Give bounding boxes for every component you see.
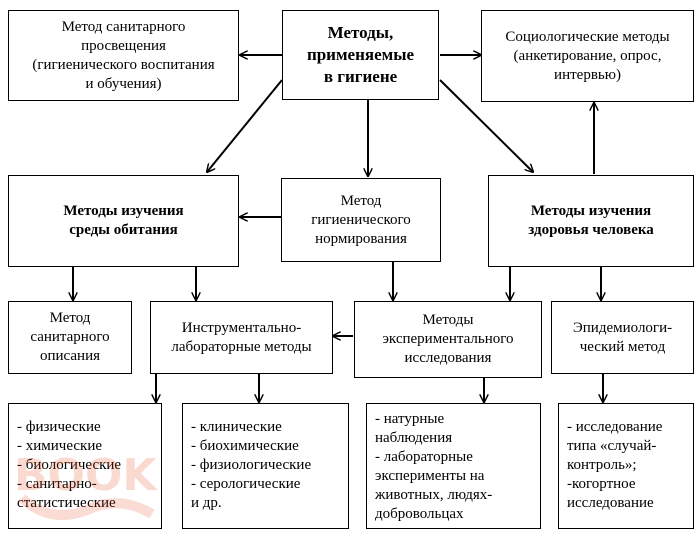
list-item: - клинические <box>191 419 282 435</box>
list-item: добровольцах <box>375 506 464 522</box>
box-line: исследования <box>404 350 492 366</box>
box-line: санитарного <box>30 329 110 345</box>
box-line: Методы, <box>327 23 394 42</box>
box-line: гигиенического <box>311 211 411 228</box>
arrow-center-to-health <box>439 79 533 172</box>
list-item: контроль»; <box>567 457 637 473</box>
environment-study-box: Методы изучения среды обитания <box>8 175 239 267</box>
box-line: экспериментального <box>382 331 514 347</box>
list-item: и др. <box>191 495 222 511</box>
arrow-center-to-environment <box>207 79 283 172</box>
sociological-methods-box: Социологические методы (анкетирование, о… <box>481 10 694 102</box>
health-study-box: Методы изучения здоровья человека <box>488 175 694 267</box>
box-line: просвещения <box>81 37 166 54</box>
list-item: исследование <box>567 495 654 511</box>
box-line: (гигиенического воспитания <box>32 56 215 73</box>
case-control-list-box: - исследование типа «случай- контроль»; … <box>558 403 694 529</box>
list-item: наблюдения <box>375 430 453 446</box>
box-line: описания <box>39 348 100 364</box>
list-item: - исследование <box>567 419 663 435</box>
box-line: нормирования <box>315 230 407 247</box>
box-line: Методы изучения <box>63 203 184 219</box>
physical-chemical-list-box: - физические - химические - биологически… <box>8 403 162 529</box>
box-line: (анкетирование, опрос, <box>513 47 662 64</box>
list-item: - лабораторные <box>375 449 473 465</box>
sanitary-description-box: Метод санитарного описания <box>8 301 132 374</box>
list-item: -когортное <box>567 476 636 492</box>
epidemiological-method-box: Эпидемиологи- ческий метод <box>551 301 694 374</box>
box-line: Метод <box>340 192 382 209</box>
sanitary-education-box: Метод санитарного просвещения (гигиениче… <box>8 10 239 101</box>
list-item: - санитарно- <box>17 476 97 492</box>
box-line: здоровья человека <box>528 222 654 238</box>
box-line: Социологические методы <box>505 28 670 45</box>
list-item: статистические <box>17 495 116 511</box>
box-line: Метод санитарного <box>61 18 186 35</box>
list-item: типа «случай- <box>567 438 657 454</box>
experimental-methods-box: Методы экспериментального исследования <box>354 301 542 378</box>
list-item: эксперименты на <box>375 468 485 484</box>
list-item: - физиологические <box>191 457 312 473</box>
list-item: животных, людях- <box>375 487 493 503</box>
field-observation-list-box: - натурные наблюдения - лабораторные экс… <box>366 403 541 529</box>
instrumental-lab-box: Инструментально- лабораторные методы <box>150 301 333 374</box>
list-item: - физические <box>17 419 101 435</box>
box-line: Методы изучения <box>530 203 652 219</box>
box-line: Методы <box>422 312 474 328</box>
hygienic-norming-box: Метод гигиенического нормирования <box>281 178 441 262</box>
box-line: и обучения) <box>85 75 162 92</box>
list-item: - биологические <box>17 457 122 473</box>
box-line: среды обитания <box>69 222 178 238</box>
box-line: Эпидемиологи- <box>572 319 673 336</box>
box-line: лабораторные методы <box>171 338 312 355</box>
center-methods-box: Методы, применяемые в гигиене <box>282 10 439 100</box>
box-line: Инструментально- <box>181 319 302 336</box>
box-line: ческий метод <box>579 338 666 355</box>
box-line: Метод <box>49 310 91 326</box>
box-line: применяемые <box>306 45 415 64</box>
box-line: интервью) <box>554 66 621 83</box>
list-item: - натурные <box>375 411 445 427</box>
box-line: в гигиене <box>323 67 398 86</box>
list-item: - серологические <box>191 476 301 492</box>
clinical-list-box: - клинические - биохимические - физиолог… <box>182 403 349 529</box>
list-item: - химические <box>17 438 102 454</box>
list-item: - биохимические <box>191 438 299 454</box>
